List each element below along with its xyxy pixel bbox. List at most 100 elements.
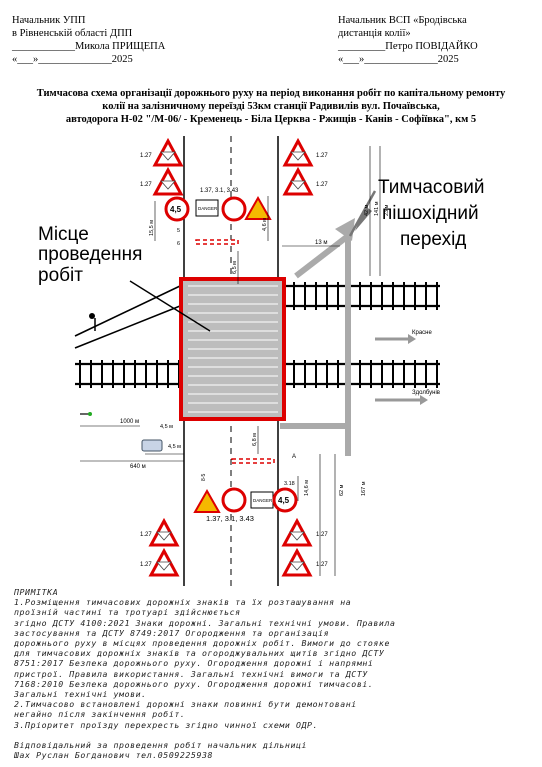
pedestrian-leader — [348, 190, 377, 237]
svg-text:Красне: Красне — [412, 330, 432, 336]
pedestrian-label-3: перехід — [400, 229, 466, 250]
title-line-1: Тимчасова схема організації дорожнього р… — [36, 88, 506, 99]
pedestrian-label-2: пішохідний — [382, 203, 479, 224]
dim-4-5-a: 4,5 м — [160, 424, 173, 430]
approval-left-org: в Рівненській області ДПП — [12, 28, 133, 39]
note-line: пристрої. Правила використання. Загальні… — [14, 668, 368, 679]
pedestrian-label-1: Тимчасовий — [378, 177, 485, 198]
note-line: 7168:2010 Безпека дорожнього руху. Огоро… — [14, 678, 374, 689]
title-line-3: автодорога Н-02 "/М-06/ - Кременець - Бі… — [65, 114, 477, 125]
sign-code-bl2: 1.27 — [140, 562, 152, 568]
dim-15-5: 15,5 м — [149, 220, 155, 236]
dim-a: A — [292, 454, 296, 460]
roadworks-sign-top — [244, 195, 272, 220]
warning-sign-top-right-1 — [283, 139, 313, 167]
note-line: 8751:2017 Безпека дорожнього руху. Огоро… — [14, 658, 374, 669]
temporary-pedestrian-path — [280, 229, 351, 429]
note-line: застосування та ДСТУ 8749:2017 Огороджен… — [14, 627, 330, 638]
approval-left-date: «___»______________2025 — [12, 54, 133, 65]
sign-code-br1: 1.27 — [316, 532, 328, 538]
document-title: Тимчасова схема організації дорожнього р… — [8, 87, 534, 126]
approval-right-org: дистанція колії» — [338, 28, 411, 39]
dim-6-5: 6,5 м — [232, 261, 238, 274]
dim-23: 23 м — [384, 204, 390, 216]
dim-13: 13 м — [315, 240, 327, 246]
dim-62: 62 м — [339, 484, 345, 496]
responsible-contact: Шах Руслан Богданович тел.0509225938 — [14, 750, 214, 761]
note-line: негайно після закінчення робіт. — [14, 709, 186, 720]
note-line: Загальні технічні умови. — [14, 689, 147, 700]
responsible-person: Відповідальний за проведення робіт начал… — [14, 739, 308, 750]
note-line: згідно ДСТУ 4100:2021 Знаки дорожні. Заг… — [14, 617, 396, 628]
approval-left-title: Начальник УПП — [12, 15, 86, 26]
notes-heading: ПРИМІТКА — [14, 587, 59, 597]
danger-plate-bottom: DANGER — [250, 491, 274, 509]
approval-right-signature: _________Петро ПОВІДАЙКО — [338, 41, 478, 52]
sign-code-tl1: 1.27 — [140, 153, 152, 159]
note-line: 3.Пріоритет проїзду перехресть згідно чи… — [14, 719, 319, 730]
dim-6: 6 — [177, 241, 180, 247]
bottom-sign-group-code: 1.37, 3.1, 3.43 — [206, 514, 254, 523]
svg-text:Здолбунів: Здолбунів — [412, 390, 440, 396]
warning-sign-top-left-1 — [153, 139, 183, 167]
warning-sign-bottom-right-1 — [282, 519, 312, 547]
warning-sign-bottom-left-2 — [149, 549, 179, 577]
danger-plate-top: DANGER — [195, 199, 219, 217]
warning-sign-bottom-left-1 — [149, 519, 179, 547]
dimension-lines — [80, 146, 381, 576]
barrier-top — [195, 239, 239, 245]
note-line: проїзній частині та тротуарі здійснюєтьс… — [14, 607, 241, 618]
notes-section: ПРИМІТКА 1.Розміщення тимчасових дорожні… — [14, 587, 534, 760]
roadworks-sign-bottom — [193, 488, 221, 513]
dim-640: 640 м — [130, 464, 146, 470]
note-line: 2.Тимчасово встановлені дорожні знаки по… — [14, 699, 357, 710]
sign-code-bl1: 1.27 — [140, 532, 152, 538]
pedestrian-label-arrowhead — [355, 206, 372, 231]
approval-right-title: Начальник ВСП «Бродівська — [338, 15, 467, 26]
warning-sign-top-left-2 — [153, 168, 183, 196]
no-entry-sign-top — [221, 196, 247, 222]
title-line-2: колії на залізничному переїзді 53км стан… — [102, 101, 440, 112]
svg-text:4,5: 4,5 — [278, 496, 290, 505]
dim-141: 141 м — [374, 201, 380, 216]
dim-167: 167 м — [361, 481, 367, 496]
work-area-label-2: проведення — [38, 244, 142, 265]
speed-limit-sign-bottom: 4,5 — [272, 487, 298, 513]
work-area-label-1: Місце — [38, 224, 89, 245]
note-line: 1.Розміщення тимчасових дорожніх знаків … — [14, 597, 352, 608]
barrier-bottom — [231, 458, 275, 464]
work-area-stripes — [188, 285, 278, 413]
direction-east-lower: Здолбунів — [375, 390, 440, 405]
dim-3-18: 3.18 — [284, 481, 295, 487]
dim-5: 5 — [177, 228, 180, 234]
approval-block-left: Начальник УПП в Рівненській області ДПП … — [12, 14, 232, 66]
warning-sign-bottom-right-2 — [282, 549, 312, 577]
dim-4-5-b: 4,5 м — [168, 444, 181, 450]
svg-text:4,5: 4,5 — [170, 205, 182, 214]
speed-limit-sign-top: 4,5 — [164, 196, 190, 222]
warning-sign-top-right-2 — [283, 168, 313, 196]
car-icon — [141, 439, 163, 452]
approval-block-right: Начальник ВСП «Бродівська дистанція колі… — [338, 14, 538, 66]
note-line: дорожнього руху в місцях проведення доро… — [14, 638, 390, 649]
dim-14-6: 14,6 м — [304, 480, 310, 496]
traffic-scheme-diagram: Місце проведення робіт Тимчасовий пішохі… — [38, 136, 485, 586]
note-line: для тимчасових дорожніх знаків та огород… — [14, 648, 385, 659]
dim-8-5: 8-5 — [201, 474, 207, 481]
dim-42: 42 м — [364, 204, 370, 216]
sign-code-br2: 1.27 — [316, 562, 328, 568]
approval-left-signature: ____________Микола ПРИЩЕПА — [12, 41, 166, 52]
svg-text:DANGER: DANGER — [198, 206, 218, 211]
dim-1000: 1000 м — [120, 419, 139, 425]
sign-code-tl2: 1.27 — [140, 182, 152, 188]
dim-6-8: 6,8 м — [252, 433, 258, 446]
dim-4-5-top: 4,6 м — [262, 218, 268, 231]
top-sign-group-code: 1.37, 3.1, 3.43 — [200, 188, 239, 194]
svg-text:DANGER: DANGER — [253, 498, 273, 503]
no-entry-sign-bottom — [221, 487, 247, 513]
rail-signal-left — [89, 313, 96, 331]
direction-east-upper: Красне — [375, 330, 432, 344]
work-area-leader — [129, 280, 211, 332]
sign-code-tr1: 1.27 — [316, 153, 328, 159]
rail-signal-left-lower — [80, 412, 92, 416]
